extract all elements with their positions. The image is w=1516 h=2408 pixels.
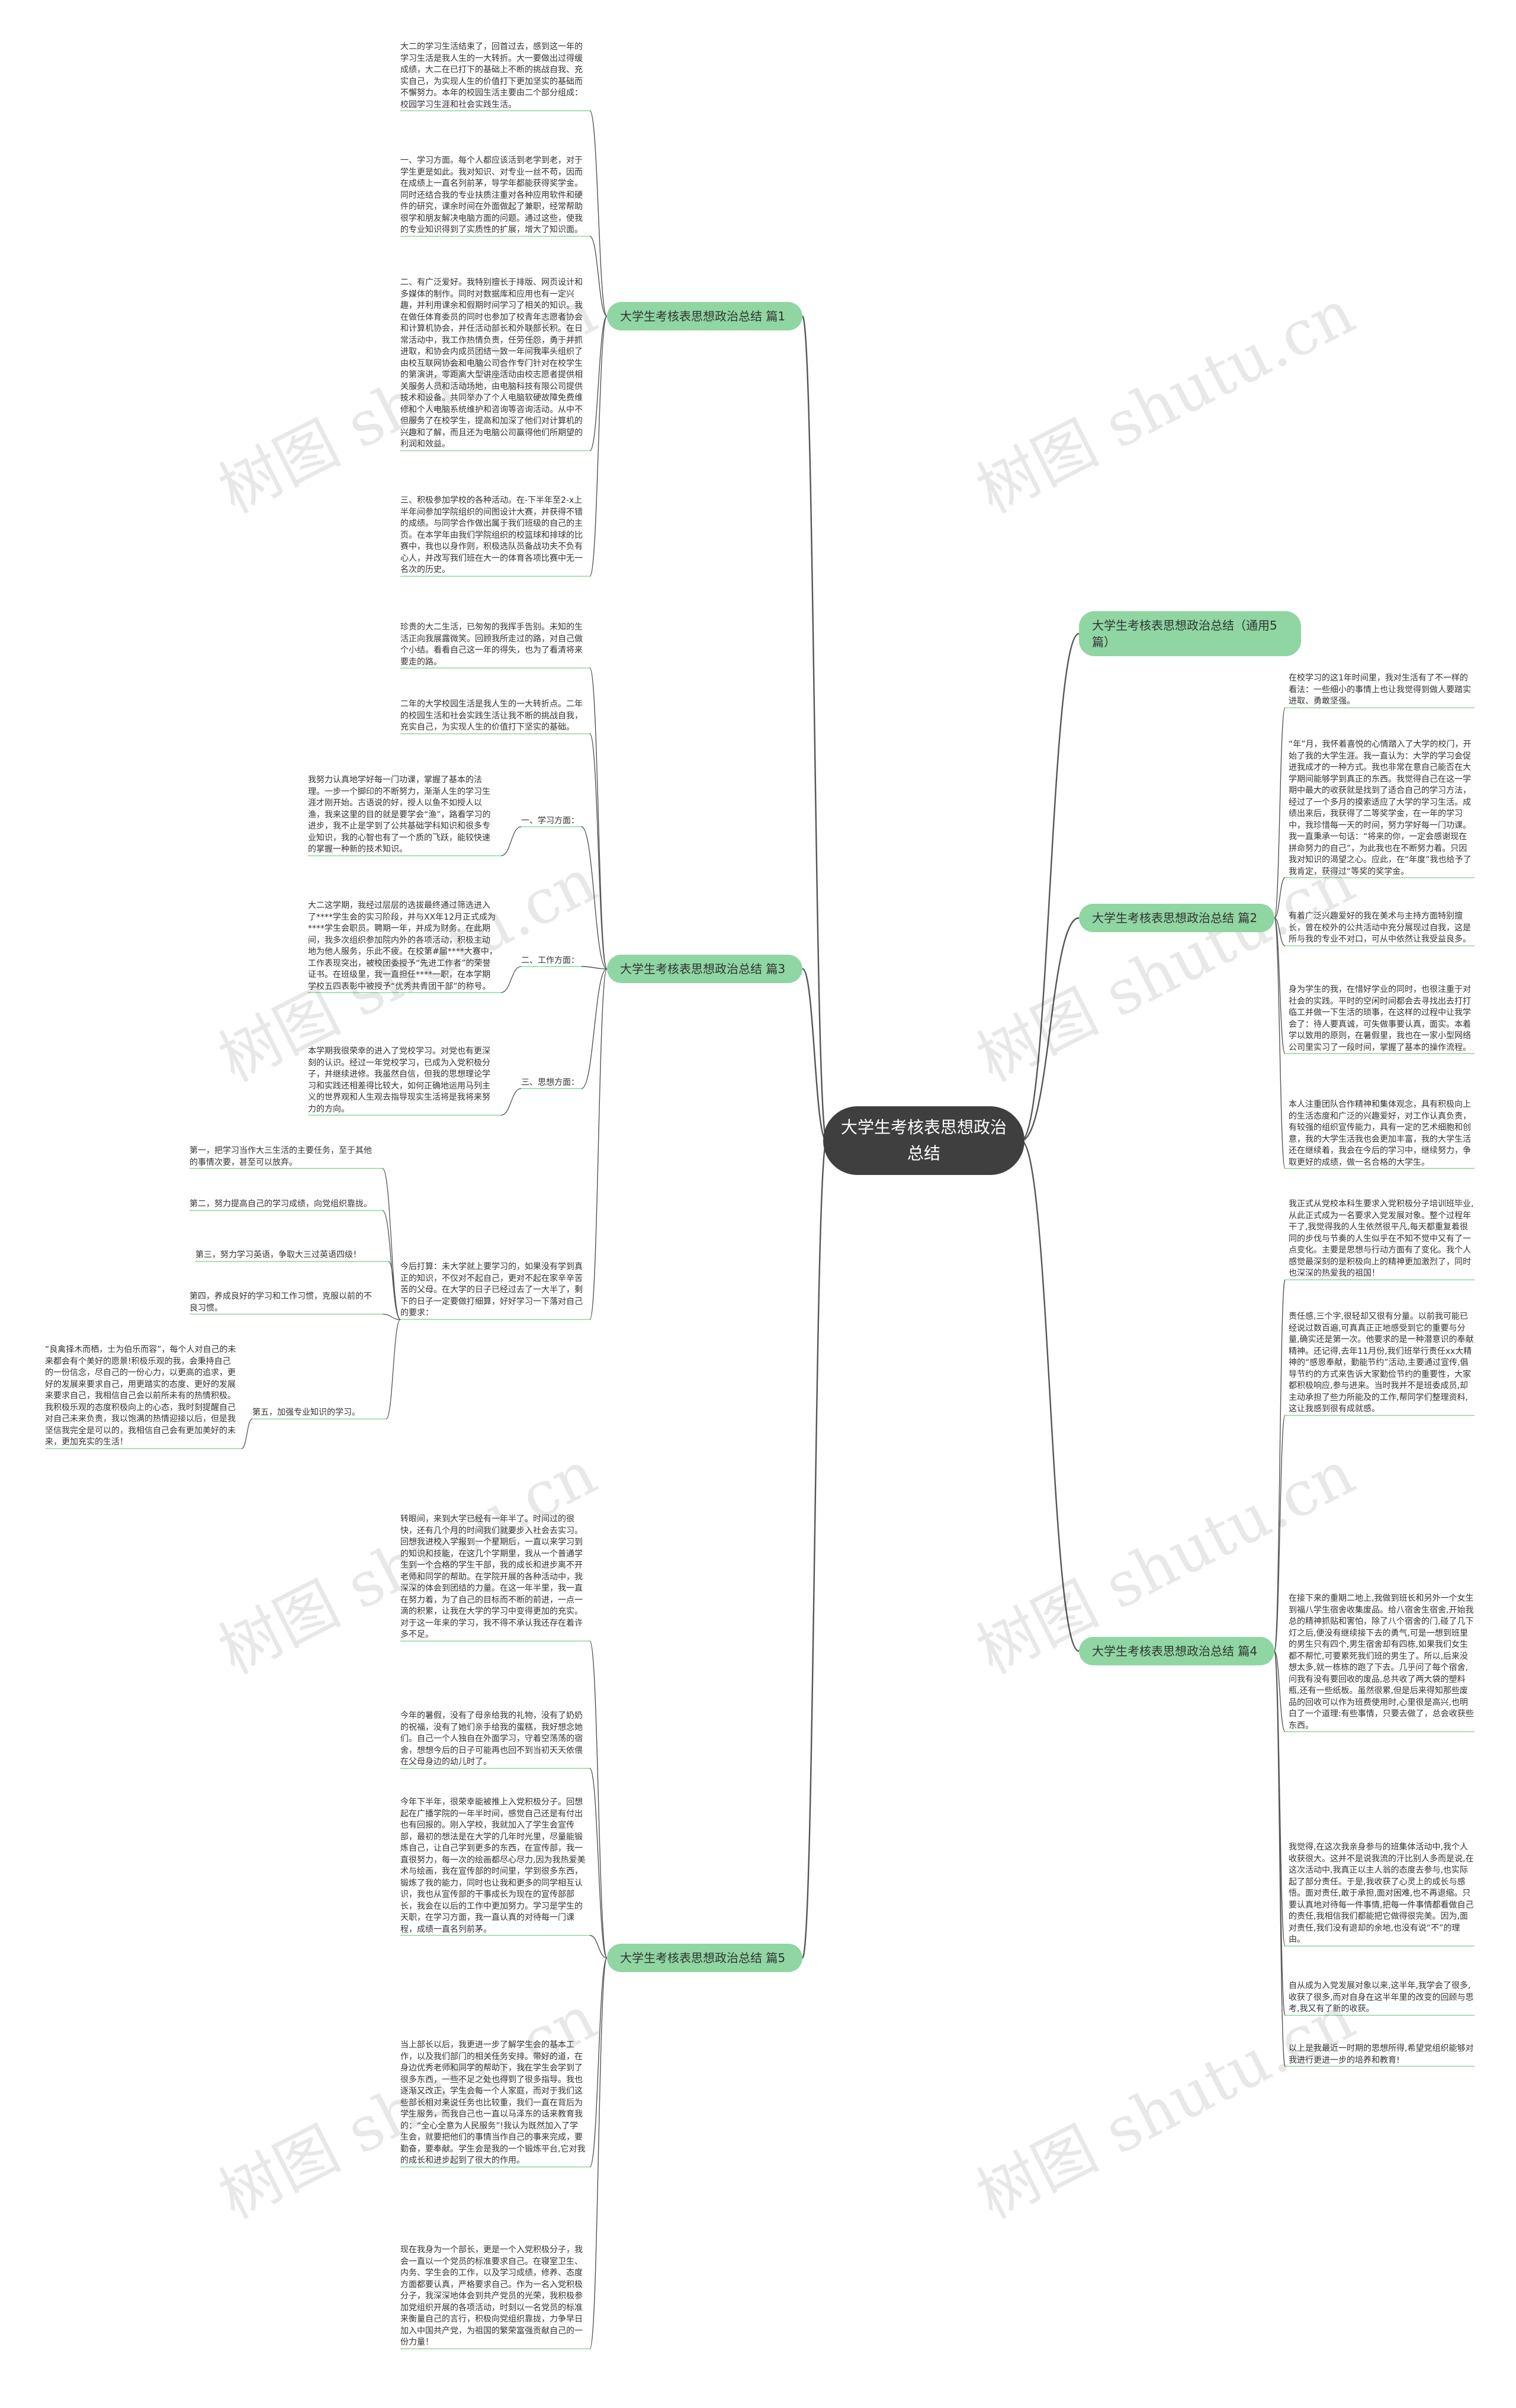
leaf-text: 今年的暑假，没有了母亲给我的礼物，没有了奶奶的祝福，没有了她们亲手给我的蛋糕，我… <box>400 1711 583 1767</box>
leaf-text: 第三，努力学习英语，争取大三过英语四级！ <box>195 1250 361 1260</box>
leaf-text: 自从成为入党发展对象以来,这半年,我学会了很多,收获了很多,而对自身在这半年里的… <box>1289 1981 1474 2014</box>
leaf-text: 现在我身为一个部长，更是一个入党积极分子，我会一直以一个党员的标准要求自己。在寝… <box>400 2245 583 2347</box>
connector-line <box>589 316 608 451</box>
branch-node-part2[interactable]: 大学生考核表思想政治总结 篇2 <box>1079 904 1274 932</box>
leaf-text: 以上是我最近一时期的思想所得,希望党组织能够对我进行更进一步的培养和教育! <box>1289 2044 1474 2065</box>
leaf-text: 在校学习的这1年时间里，我对生活有了不一样的看法：一些细小的事情上也让我觉得到做… <box>1289 673 1471 706</box>
connector-line <box>581 966 608 969</box>
branch-node-part5[interactable]: 大学生考核表思想政治总结 篇5 <box>607 1944 802 1972</box>
connector-line <box>382 1314 401 1320</box>
connector-line <box>589 1768 608 1958</box>
leaf-text: 本学期我很荣幸的进入了党校学习。对党也有更深刻的认识。经过一年党校学习，已成为入… <box>308 1046 490 1114</box>
leaf-text: 我努力认真地学好每一门功课，掌握了基本的法理。一步一个脚印的不断努力，渐渐人生的… <box>308 775 491 854</box>
leaf-text: 大二这学期，我经过层层的选拔最终通过筛选进入了****学生会的实习阶段，并与XX… <box>308 901 497 991</box>
leaf-text: 本人注重团队合作精神和集体观念，具有积极向上的生活态度和广泛的兴趣爱好，对工作认… <box>1289 1100 1471 1167</box>
connector-line <box>1274 1415 1286 1652</box>
leaf-text: 身为学生的我，在惜好学业的同时，也很注重于对社会的实践。平时的空闲时间都会去寻找… <box>1289 985 1471 1052</box>
connector-line <box>589 1957 608 2168</box>
connector-line <box>589 733 608 969</box>
connector-line <box>1274 917 1286 1169</box>
leaf-text: 大二的学习生活结束了，回首过去，感到这一年的学习生活是我人生的一大转折。大一要做… <box>400 42 583 110</box>
connector-line <box>801 1139 828 1959</box>
connector-line <box>382 1210 401 1320</box>
connector-line <box>1274 877 1286 919</box>
connector-line <box>589 236 608 317</box>
leaf-text: “年”月，我怀着喜悦的心情踏入了大学的校门，开始了我的大学生涯。我一直认为：大学… <box>1289 740 1472 876</box>
connector-line <box>1274 1279 1286 1652</box>
connector-line <box>1274 917 1286 1054</box>
leaf-text: “良禽择木而栖，士为伯乐而容”，每个人对自己的未来都会有个美好的愿景!积极乐观的… <box>45 1345 236 1447</box>
leaf-text: 今年下半年，很荣幸能被推上入党积极分子。回想起在广播学院的一年半时间，感觉自己还… <box>400 1797 586 1934</box>
connector-line <box>382 1168 401 1320</box>
leaf-text: 当上部长以后，我更进一步了解学生会的基本工作，以及我们部门的相关任务安排。带好的… <box>400 2040 586 2165</box>
root-node[interactable]: 大学生考核表思想政治总结 <box>823 1106 1024 1175</box>
leaf-text: 有着广泛兴趣爱好的我在美术与主持方面特别擅长，曾在校外的公共活动中充分展现过自我… <box>1289 911 1471 944</box>
sub-node-work[interactable]: 二、工作方面： <box>521 956 579 965</box>
connector-line <box>589 968 608 1320</box>
leaf-text: 第五，加强专业知识的学习。 <box>252 1408 360 1417</box>
connector-line <box>1020 1139 1080 1652</box>
connector-line <box>500 966 522 993</box>
leaf-text: 三、积极参加学校的各种活动。在-下半年至2-x上半年间参加学院组织的间图设计大赛… <box>400 496 583 574</box>
connector-line <box>589 316 608 577</box>
connector-line <box>589 1640 608 1958</box>
branch-node-part4[interactable]: 大学生考核表思想政治总结 篇4 <box>1079 1637 1274 1665</box>
connector-line <box>802 968 827 1142</box>
connector-line <box>388 1261 401 1320</box>
leaf-text: 二、有广泛爱好。我特别擅长于排版、网页设计和多媒体的制作。同时对数据库和应用也有… <box>400 278 583 449</box>
branch-node-part3[interactable]: 大学生考核表思想政治总结 篇3 <box>607 955 802 983</box>
connector-line <box>1274 707 1286 919</box>
sub-node-thought[interactable]: 三、思想方面： <box>521 1078 579 1087</box>
leaf-text: 我觉得,在这次我亲身参与的班集体活动中,我个人收获很大。这并不是说我流的汗比别人… <box>1289 1842 1474 1944</box>
connector-line <box>589 110 608 317</box>
leaf-text: 转眼间，来到大学已经有一年半了。时间过的很快，还有几个月的时间我们就要步入社会去… <box>400 1514 583 1639</box>
leaf-text: 一、学习方面。每个人都应该活到老学到老，对于学生更是如此。我对知识、对专业一丝不… <box>400 156 583 235</box>
leaf-text: 责任感,三个字,很轻却又很有分量。以前我可能已经说过数百遍,可真真正正地感受到它… <box>1289 1312 1474 1414</box>
leaf-text: 第二，努力提高自己的学习成绩，向党组织靠拢。 <box>190 1199 372 1209</box>
leaf-text: 第四，养成良好的学习和工作习惯，克服以前的不良习惯。 <box>190 1292 372 1313</box>
leaf-text: 第一，把学习当作大三生活的主要任务，至于其他的事情次要，甚至可以放弃。 <box>190 1146 372 1167</box>
connector-line <box>500 826 522 856</box>
sub-node-study[interactable]: 一、学习方面： <box>521 816 579 826</box>
connector-line <box>589 1957 608 2349</box>
connector-line <box>1020 917 1080 1142</box>
connector-line <box>500 1088 522 1116</box>
connector-line <box>386 1319 401 1420</box>
connector-line <box>589 1935 608 1958</box>
branch-node-overview[interactable]: 大学生考核表思想政治总结（通用5篇） <box>1079 611 1301 656</box>
leaf-text: 今后打算：未大学就上要学习的，如果没有学到真正的知识，不仅对不起自己，更对不起在… <box>400 1262 583 1318</box>
connector-line <box>581 826 608 969</box>
connector-line <box>801 315 828 1142</box>
leaf-text: 珍贵的大二生活，已匆匆的我挥手告别。未知的生活正向我展露微笑。回顾我所走过的路，… <box>400 622 583 667</box>
connector-line <box>581 968 608 1089</box>
connector-line <box>1274 1651 1286 2067</box>
connector-line <box>1274 1651 1286 1732</box>
branch-node-part1[interactable]: 大学生考核表思想政治总结 篇1 <box>607 302 802 330</box>
leaf-text: 我正式从党校本科生要求入党积极分子培训班毕业,从此正式成为一名要求入党发展对象。… <box>1289 1199 1474 1278</box>
connector-line <box>589 667 608 969</box>
connector-line <box>1274 917 1286 946</box>
connector-line <box>241 1418 253 1449</box>
leaf-text: 在接下来的重期二地上,我做到班长和另外一个女生到福八学生宿舍收集废品。给八宿舍生… <box>1289 1594 1474 1730</box>
leaf-text: 二年的大学校园生活是我人生的一大转折点。二年的校园生活和社会实践生活让我不断的挑… <box>400 699 583 732</box>
connector-line <box>1020 632 1080 1142</box>
